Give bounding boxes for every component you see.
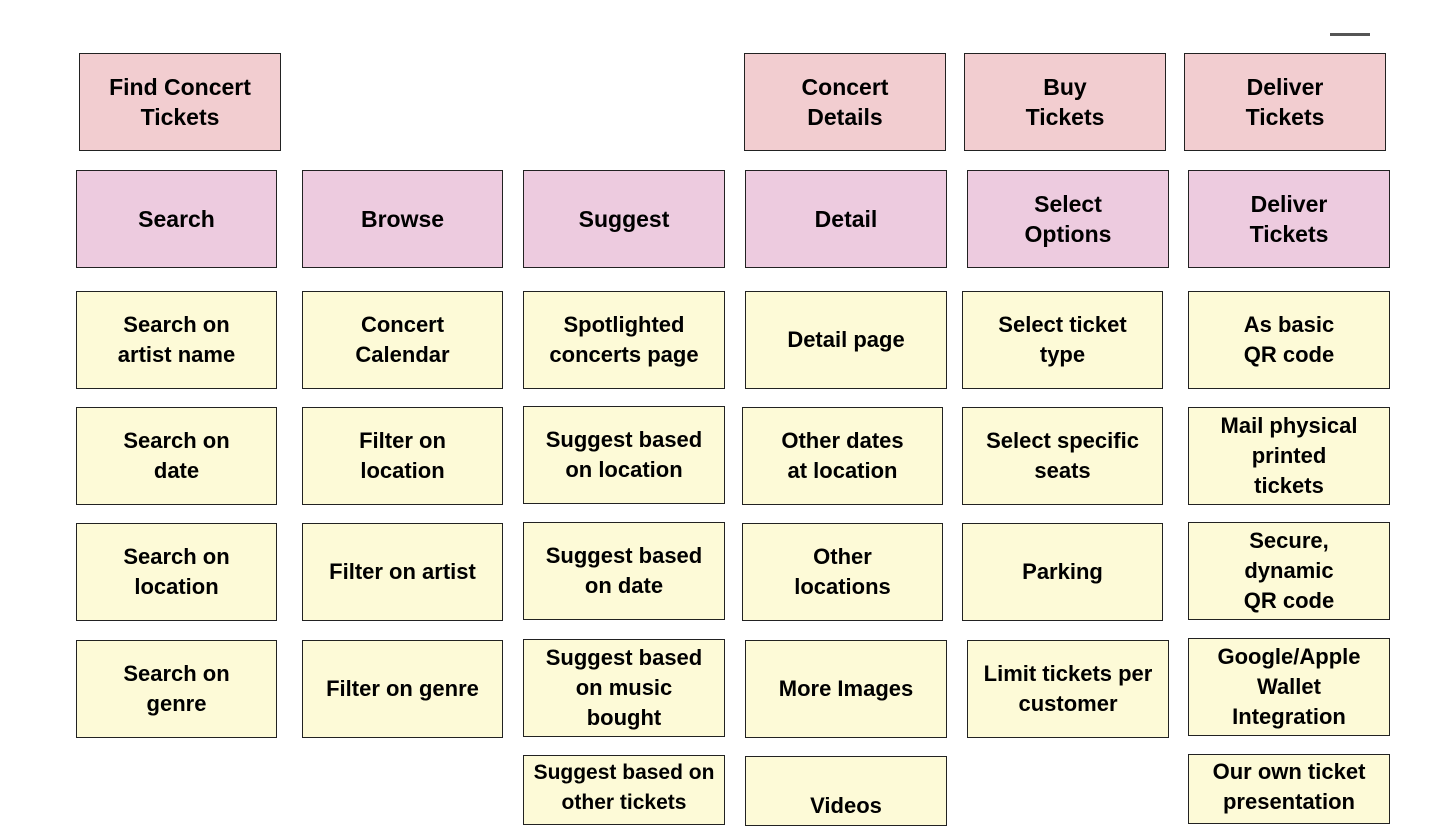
- task-select-options: Select Options: [967, 170, 1169, 268]
- story-videos: Videos: [745, 756, 947, 826]
- story-select-ticket-type: Select ticket type: [962, 291, 1163, 389]
- story-suggest-location: Suggest based on location: [523, 406, 725, 504]
- story-other-locations: Other locations: [742, 523, 943, 621]
- activity-buy-tickets: Buy Tickets: [964, 53, 1166, 151]
- story-search-artist-name: Search on artist name: [76, 291, 277, 389]
- story-limit-tickets: Limit tickets per customer: [967, 640, 1169, 738]
- story-search-genre: Search on genre: [76, 640, 277, 738]
- story-filter-genre: Filter on genre: [302, 640, 503, 738]
- story-suggest-other-tickets: Suggest based on other tickets: [523, 755, 725, 825]
- story-suggest-date: Suggest based on date: [523, 522, 725, 620]
- activity-concert-details: Concert Details: [744, 53, 946, 151]
- task-deliver-tickets: Deliver Tickets: [1188, 170, 1390, 268]
- task-detail: Detail: [745, 170, 947, 268]
- activity-find-concert-tickets: Find Concert Tickets: [79, 53, 281, 151]
- task-suggest: Suggest: [523, 170, 725, 268]
- corner-mark: [1330, 33, 1370, 36]
- story-wallet-integration: Google/Apple Wallet Integration: [1188, 638, 1390, 736]
- story-concert-calendar: Concert Calendar: [302, 291, 503, 389]
- story-filter-location: Filter on location: [302, 407, 503, 505]
- story-more-images: More Images: [745, 640, 947, 738]
- story-filter-artist: Filter on artist: [302, 523, 503, 621]
- story-parking: Parking: [962, 523, 1163, 621]
- story-detail-page: Detail page: [745, 291, 947, 389]
- story-spotlighted-concerts: Spotlighted concerts page: [523, 291, 725, 389]
- story-own-ticket-presentation: Our own ticket presentation: [1188, 754, 1390, 824]
- story-search-location: Search on location: [76, 523, 277, 621]
- story-mail-printed-tickets: Mail physical printed tickets: [1188, 407, 1390, 505]
- activity-deliver-tickets: Deliver Tickets: [1184, 53, 1386, 151]
- task-browse: Browse: [302, 170, 503, 268]
- story-select-specific-seats: Select specific seats: [962, 407, 1163, 505]
- story-search-date: Search on date: [76, 407, 277, 505]
- story-secure-dynamic-qr: Secure, dynamic QR code: [1188, 522, 1390, 620]
- story-suggest-music-bought: Suggest based on music bought: [523, 639, 725, 737]
- task-search: Search: [76, 170, 277, 268]
- story-other-dates: Other dates at location: [742, 407, 943, 505]
- story-basic-qr-code: As basic QR code: [1188, 291, 1390, 389]
